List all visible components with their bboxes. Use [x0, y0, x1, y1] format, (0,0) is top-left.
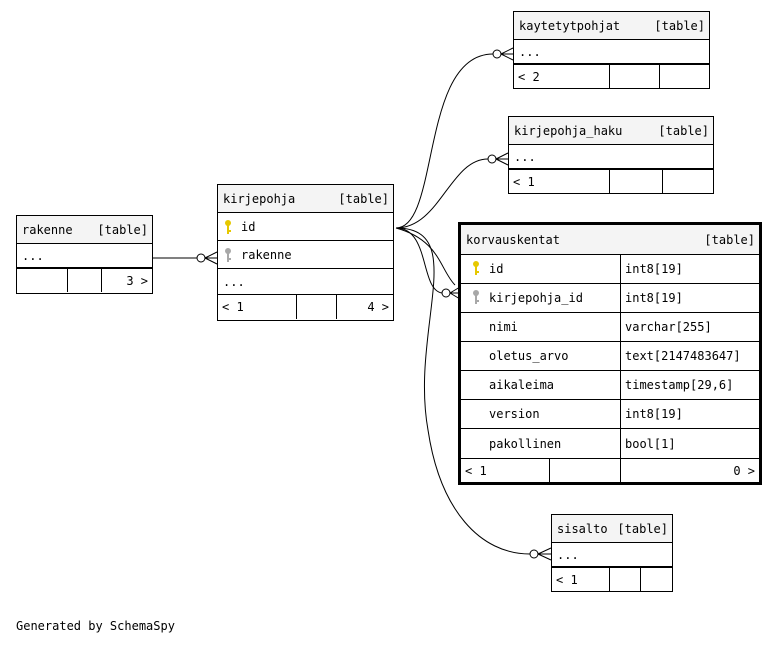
children-count[interactable]: 4 > [367, 300, 389, 314]
column-type: int8[19] [625, 291, 683, 305]
relation-crow-foot [204, 251, 218, 265]
table-kaytetytpohjat[interactable]: kaytetytpohjat [table] ... < 2 [513, 11, 710, 89]
table-header: korvauskentat [table] [461, 225, 759, 255]
table-footer: < 1 [552, 567, 672, 591]
ellipsis-row: ... [514, 40, 709, 64]
table-rakenne[interactable]: rakenne [table] ... 3 > [16, 215, 153, 294]
column-row: version int8[19] [461, 400, 759, 429]
ellipsis-row: ... [509, 145, 713, 169]
parents-count[interactable]: < 2 [514, 65, 610, 88]
parents-count[interactable]: < 1 [509, 170, 610, 193]
table-footer: < 2 [514, 64, 709, 88]
generated-by-note: Generated by SchemaSpy [16, 619, 175, 633]
column-name: id [241, 219, 256, 234]
table-header: sisalto [table] [552, 515, 672, 543]
table-kind: [table] [658, 123, 709, 138]
table-kind: [table] [338, 191, 389, 206]
table-sisalto[interactable]: sisalto [table] ... < 1 [551, 514, 673, 592]
table-header: rakenne [table] [17, 216, 152, 244]
ellipsis-row: ... [17, 244, 152, 268]
column-row: rakenne [218, 241, 393, 269]
table-name: kirjepohja_haku [514, 123, 623, 138]
column-row: kirjepohja_id int8[19] [461, 284, 759, 313]
column-row: pakollinen bool[1] [461, 429, 759, 458]
column-row: nimi varchar[255] [461, 313, 759, 342]
relation-kirjepohja-korvauskentat [395, 227, 443, 294]
relation-kirjepohja-korvauskentat-2 [395, 227, 456, 286]
column-name: version [489, 407, 540, 421]
column-type: timestamp[29,6] [625, 378, 734, 392]
column-row: aikaleima timestamp[29,6] [461, 371, 759, 400]
column-name: rakenne [241, 247, 292, 262]
relation-crow-foot [500, 47, 514, 61]
relation-kirjepohja-kirjepohja_haku [395, 158, 489, 229]
table-name: kaytetytpohjat [519, 18, 621, 33]
table-kirjepohja_haku[interactable]: kirjepohja_haku [table] ... < 1 [508, 116, 714, 194]
ellipsis-row: ... [552, 543, 672, 567]
table-footer: 3 > [17, 268, 152, 292]
column-type: int8[19] [625, 262, 683, 276]
key-icon-gray [225, 247, 231, 262]
column-name: kirjepohja_id [489, 291, 583, 305]
column-name: id [489, 262, 504, 276]
column-type: varchar[255] [625, 320, 712, 334]
relation-end-circle [529, 549, 539, 559]
relation-crow-foot [495, 152, 509, 166]
column-row: id [218, 213, 393, 241]
table-kind: [table] [654, 18, 705, 33]
table-footer: < 1 0 > [461, 458, 759, 482]
parents-count[interactable]: < 1 [461, 459, 550, 482]
column-list: id int8[19] kirjepohja_id int8[19] nimi varch… [461, 255, 759, 458]
relation-end-circle [196, 253, 206, 263]
table-footer: < 1 [509, 169, 713, 193]
parents-count[interactable]: < 1 [552, 568, 610, 591]
children-count[interactable]: 0 > [733, 463, 755, 478]
column-row: oletus_arvo text[2147483647] [461, 342, 759, 371]
table-name: rakenne [22, 222, 73, 237]
table-header: kirjepohja_haku [table] [509, 117, 713, 145]
table-footer: < 1 4 > [218, 295, 393, 319]
relation-crow-foot [537, 547, 552, 561]
key-icon-gray [471, 289, 481, 308]
column-name: pakollinen [489, 436, 562, 451]
column-row: id int8[19] [461, 255, 759, 284]
relation-end-circle [441, 288, 451, 298]
relation-kirjepohja-kaytetytpohjat [395, 53, 494, 229]
table-name: kirjepohja [223, 191, 296, 206]
ellipsis-row: ... [218, 269, 393, 295]
relation-end-circle [492, 49, 502, 59]
parents-count[interactable]: < 1 [218, 295, 297, 319]
column-name: aikaleima [489, 378, 555, 392]
column-type: bool[1] [625, 436, 676, 451]
column-type: int8[19] [625, 407, 683, 421]
children-count[interactable]: 3 > [126, 273, 148, 288]
table-kind: [table] [704, 232, 755, 247]
key-icon-yellow [225, 219, 231, 234]
table-header: kirjepohja [table] [218, 185, 393, 213]
relation-end-circle [487, 154, 497, 164]
table-kind: [table] [617, 521, 668, 536]
key-icon-yellow [471, 260, 481, 279]
table-kind: [table] [97, 222, 148, 237]
table-kirjepohja[interactable]: kirjepohja [table] id rakenne ... < 1 4 … [217, 184, 394, 321]
table-header: kaytetytpohjat [table] [514, 12, 709, 40]
table-name: sisalto [557, 521, 608, 536]
column-type: text[2147483647] [625, 349, 741, 363]
column-name: oletus_arvo [489, 349, 569, 363]
table-name: korvauskentat [466, 232, 560, 247]
relation-kirjepohja-sisalto [395, 227, 531, 555]
column-name: nimi [489, 320, 518, 334]
